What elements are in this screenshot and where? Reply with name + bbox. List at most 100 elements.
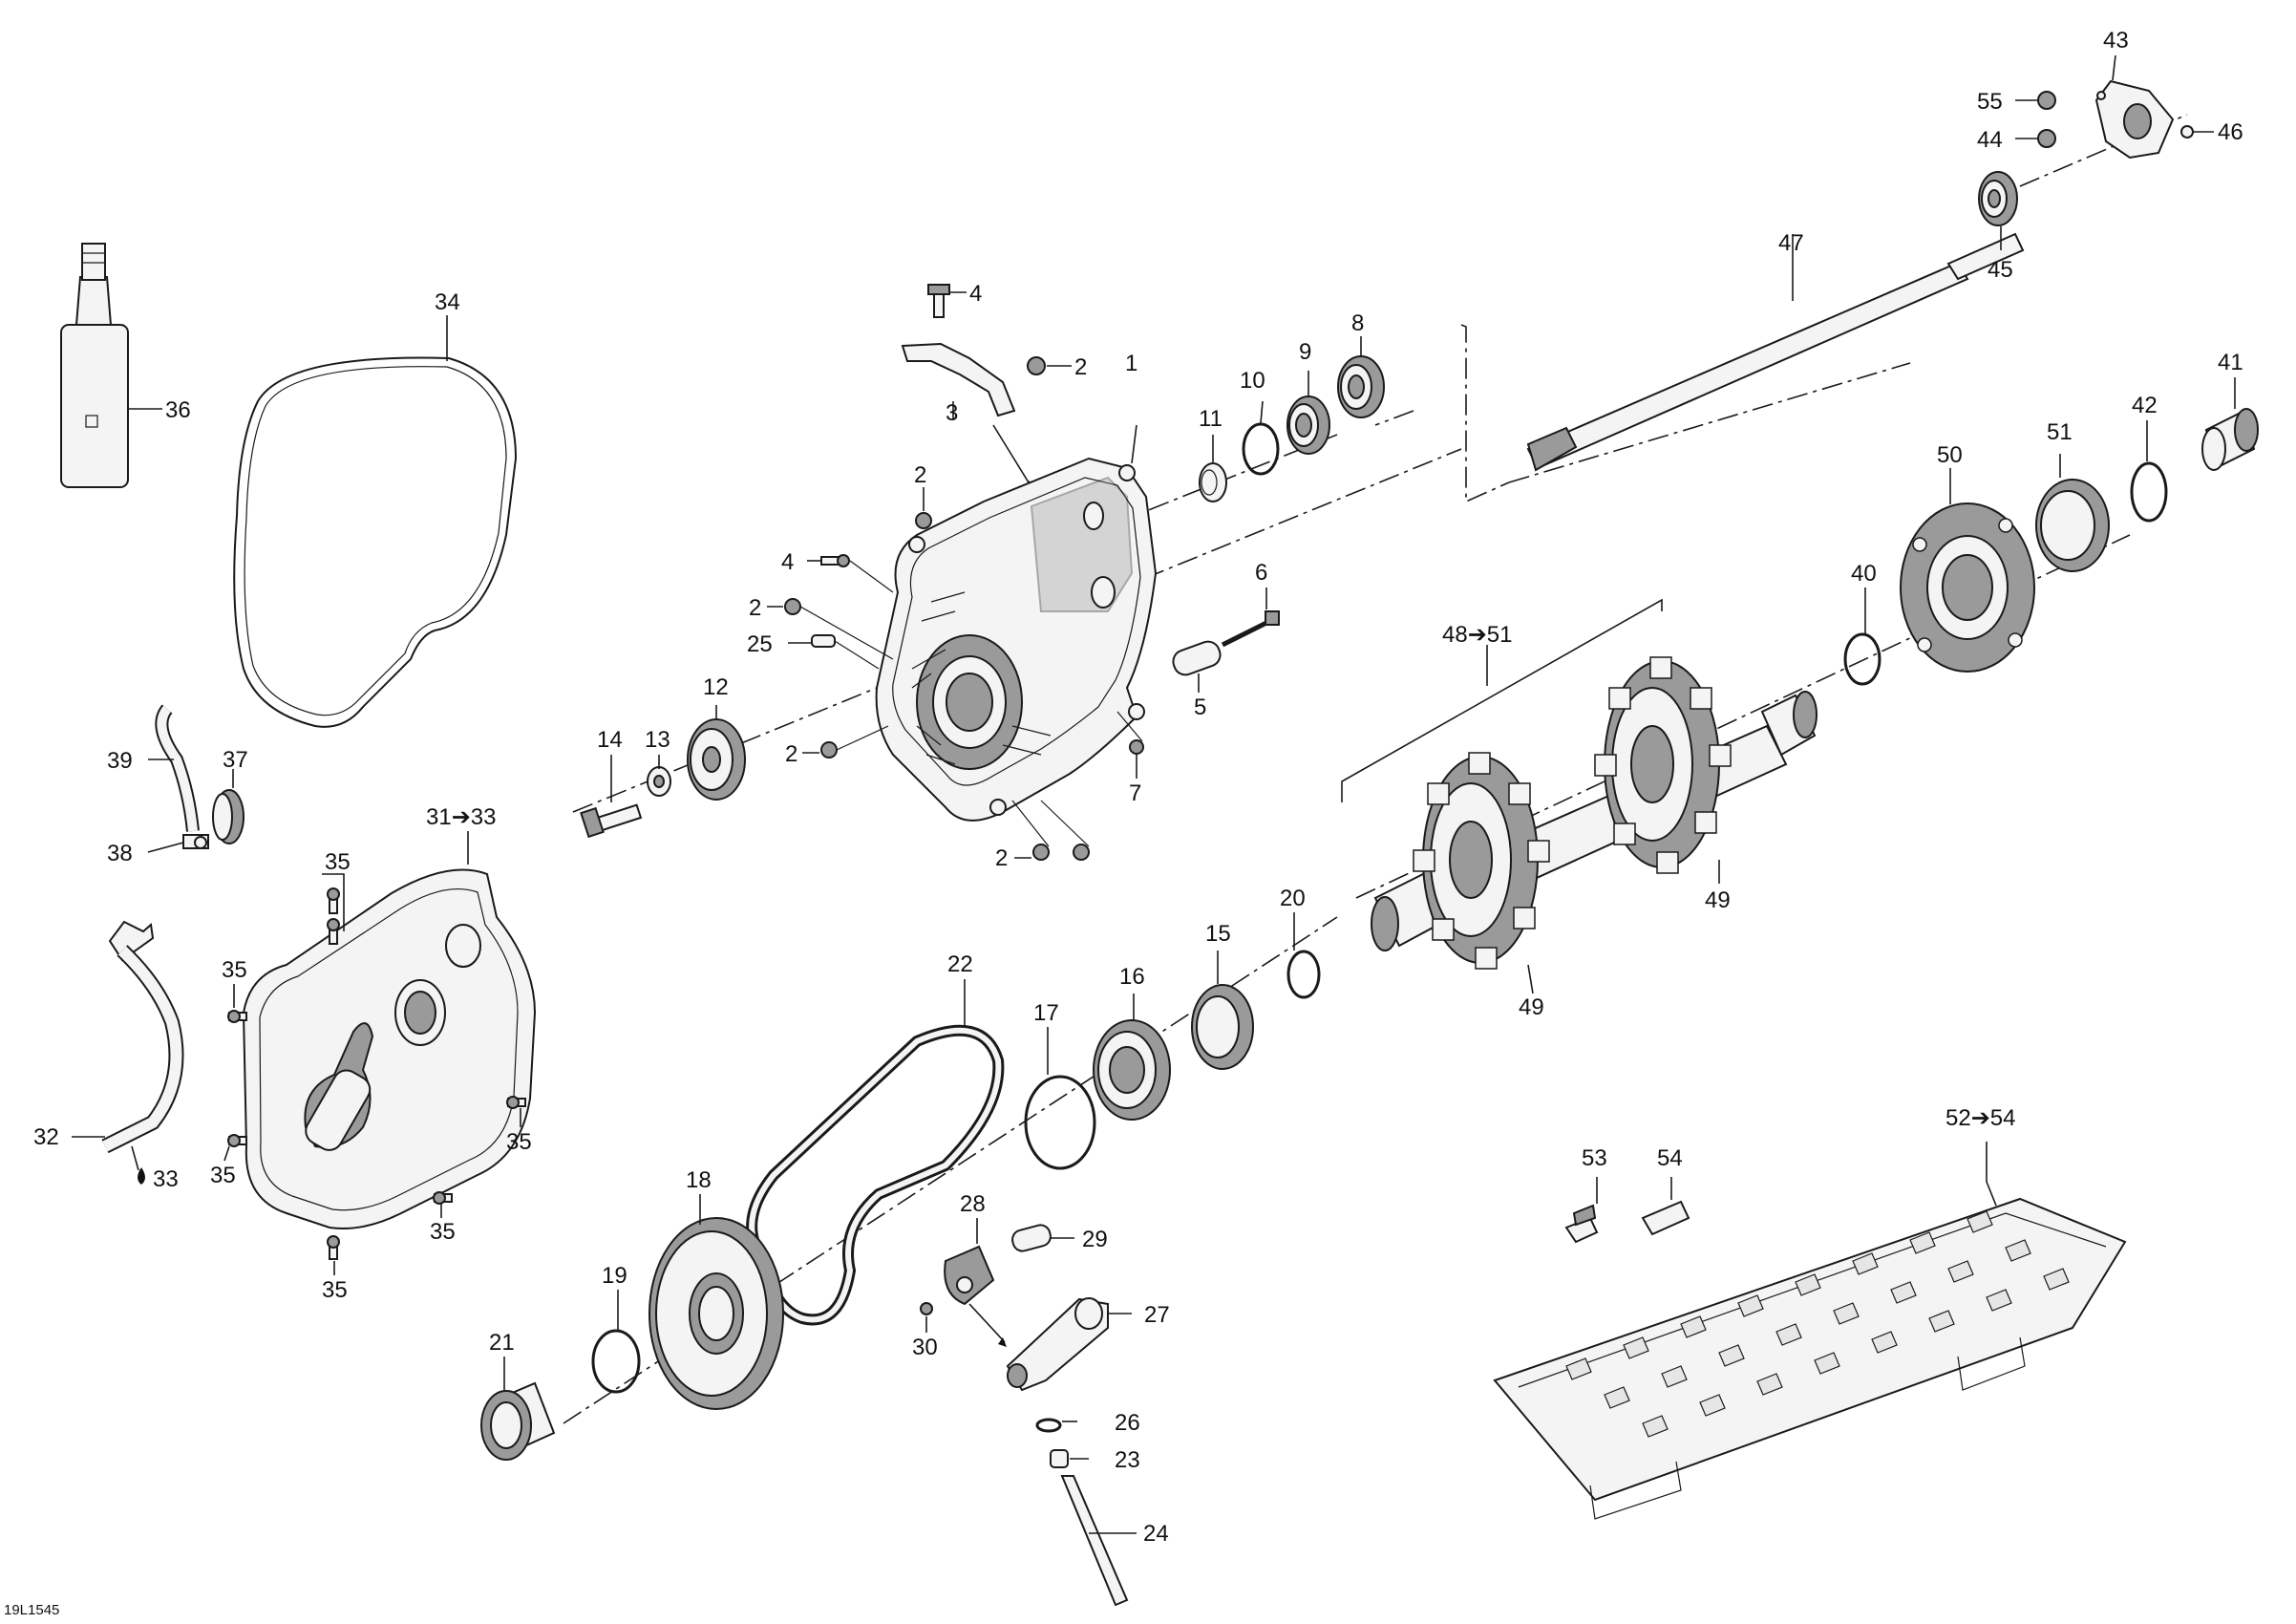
callout-21: 21 [489, 1330, 515, 1356]
callout-33: 33 [153, 1166, 179, 1192]
oil-bottle-part-36 [60, 243, 162, 488]
cleat-part-53 [1564, 1177, 1599, 1244]
callout-30: 30 [912, 1335, 938, 1360]
cover-gasket-part-34 [233, 315, 518, 728]
nut-part-2-a [915, 487, 932, 529]
bearing-part-8 [1337, 336, 1385, 418]
callout-50: 50 [1937, 442, 1963, 468]
bolt-part-4-b [807, 554, 850, 567]
ring-part-26 [1035, 1418, 1077, 1433]
seal-part-51 [2035, 454, 2110, 572]
nut-part-2-top [1027, 356, 1072, 375]
circlip-part-17 [1024, 1027, 1096, 1170]
bearing-part-9 [1286, 371, 1330, 455]
callout-4: 4 [969, 281, 982, 307]
callout-19: 19 [602, 1263, 627, 1289]
callout-36: 36 [165, 397, 191, 423]
callout-28: 28 [960, 1191, 986, 1217]
callout-20: 20 [1280, 886, 1306, 911]
callout-14: 14 [597, 727, 623, 753]
seal-part-11 [1199, 435, 1227, 502]
callout-54: 54 [1657, 1145, 1683, 1171]
sprocket-part-18 [648, 1194, 784, 1410]
nut-part-2-b [767, 598, 801, 615]
sight-glass-part-37 [212, 769, 244, 844]
callout-49: 49 [1519, 994, 1544, 1020]
callout-34: 34 [435, 289, 460, 315]
bushing-part-23 [1050, 1449, 1089, 1468]
drawing-reference: 19L1545 [4, 1602, 59, 1618]
callout-48-51: 48➔51 [1442, 622, 1513, 648]
callout-4: 4 [781, 549, 794, 575]
callout-10: 10 [1240, 368, 1265, 394]
callout-22: 22 [947, 951, 973, 977]
sprocket-part-49-rear [1594, 656, 1732, 884]
callout-2: 2 [1074, 354, 1087, 380]
callout-6: 6 [1255, 560, 1267, 586]
drive-axle-part-48 [1341, 598, 1818, 994]
callout-37: 37 [223, 747, 248, 773]
vent-hose-part-39 [148, 704, 200, 832]
callout-35: 35 [210, 1163, 236, 1188]
fitting-part-38 [147, 834, 209, 853]
seal-part-15 [1191, 951, 1254, 1070]
callout-23: 23 [1115, 1447, 1140, 1473]
callout-51: 51 [2047, 419, 2073, 445]
callout-25: 25 [747, 631, 773, 657]
callout-5: 5 [1194, 694, 1206, 720]
circlip-part-19 [591, 1290, 641, 1394]
callout-40: 40 [1851, 561, 1877, 587]
callout-26: 26 [1115, 1410, 1140, 1436]
ring-part-30 [920, 1302, 933, 1333]
callout-29: 29 [1082, 1227, 1108, 1252]
callout-47: 47 [1778, 230, 1804, 256]
callout-2: 2 [749, 595, 761, 621]
oring-part-40 [1843, 588, 1881, 686]
callout-13: 13 [645, 727, 670, 753]
callout-44: 44 [1977, 127, 2003, 153]
sprocket-part-49-front [1413, 752, 1550, 994]
callout-2: 2 [995, 845, 1008, 871]
callout-16: 16 [1119, 964, 1145, 990]
bearing-part-21 [480, 1357, 556, 1461]
callout-11: 11 [1199, 406, 1222, 432]
sprocket-part-12 [687, 705, 746, 801]
shaft-part-47 [1526, 232, 2025, 472]
callout-17: 17 [1033, 1000, 1059, 1026]
callout-8: 8 [1351, 310, 1364, 336]
bolt-part-46 [2180, 125, 2214, 139]
callout-49: 49 [1705, 887, 1731, 913]
callout-52-54: 52➔54 [1945, 1105, 2016, 1131]
callout-31-33: 31➔33 [426, 804, 497, 830]
pin-part-24 [1060, 1475, 1137, 1607]
callout-3: 3 [946, 400, 958, 426]
callout-2: 2 [785, 741, 797, 767]
callout-7: 7 [1129, 780, 1141, 806]
callout-12: 12 [703, 674, 729, 700]
callout-18: 18 [686, 1167, 712, 1193]
callout-35: 35 [222, 957, 247, 983]
bolt-part-4-top [927, 284, 967, 318]
flange-part-43 [2094, 54, 2175, 160]
circlip-part-10 [1242, 400, 1280, 476]
washer-part-13 [647, 755, 671, 797]
callout-35: 35 [322, 1277, 348, 1303]
sensor-harness-part-32 [72, 920, 184, 1185]
chaincase-cover-part-31 [242, 831, 537, 1229]
callout-35: 35 [325, 849, 351, 875]
callout-45: 45 [1988, 257, 2013, 283]
oring-part-20 [1286, 912, 1321, 999]
ring-part-42 [2130, 420, 2168, 523]
callout-32: 32 [33, 1124, 59, 1150]
callout-43: 43 [2103, 28, 2129, 53]
cleat-plate-part-52 [1493, 1142, 2127, 1520]
callout-24: 24 [1143, 1521, 1169, 1547]
plate-part-50 [1900, 468, 2035, 673]
nut-part-55 [2015, 91, 2056, 110]
callout-38: 38 [107, 841, 133, 866]
cleat-part-54 [1641, 1177, 1690, 1236]
nut-part-2-c [802, 741, 838, 759]
bearing-part-16 [1093, 994, 1171, 1121]
dowel-part-25 [788, 634, 836, 648]
